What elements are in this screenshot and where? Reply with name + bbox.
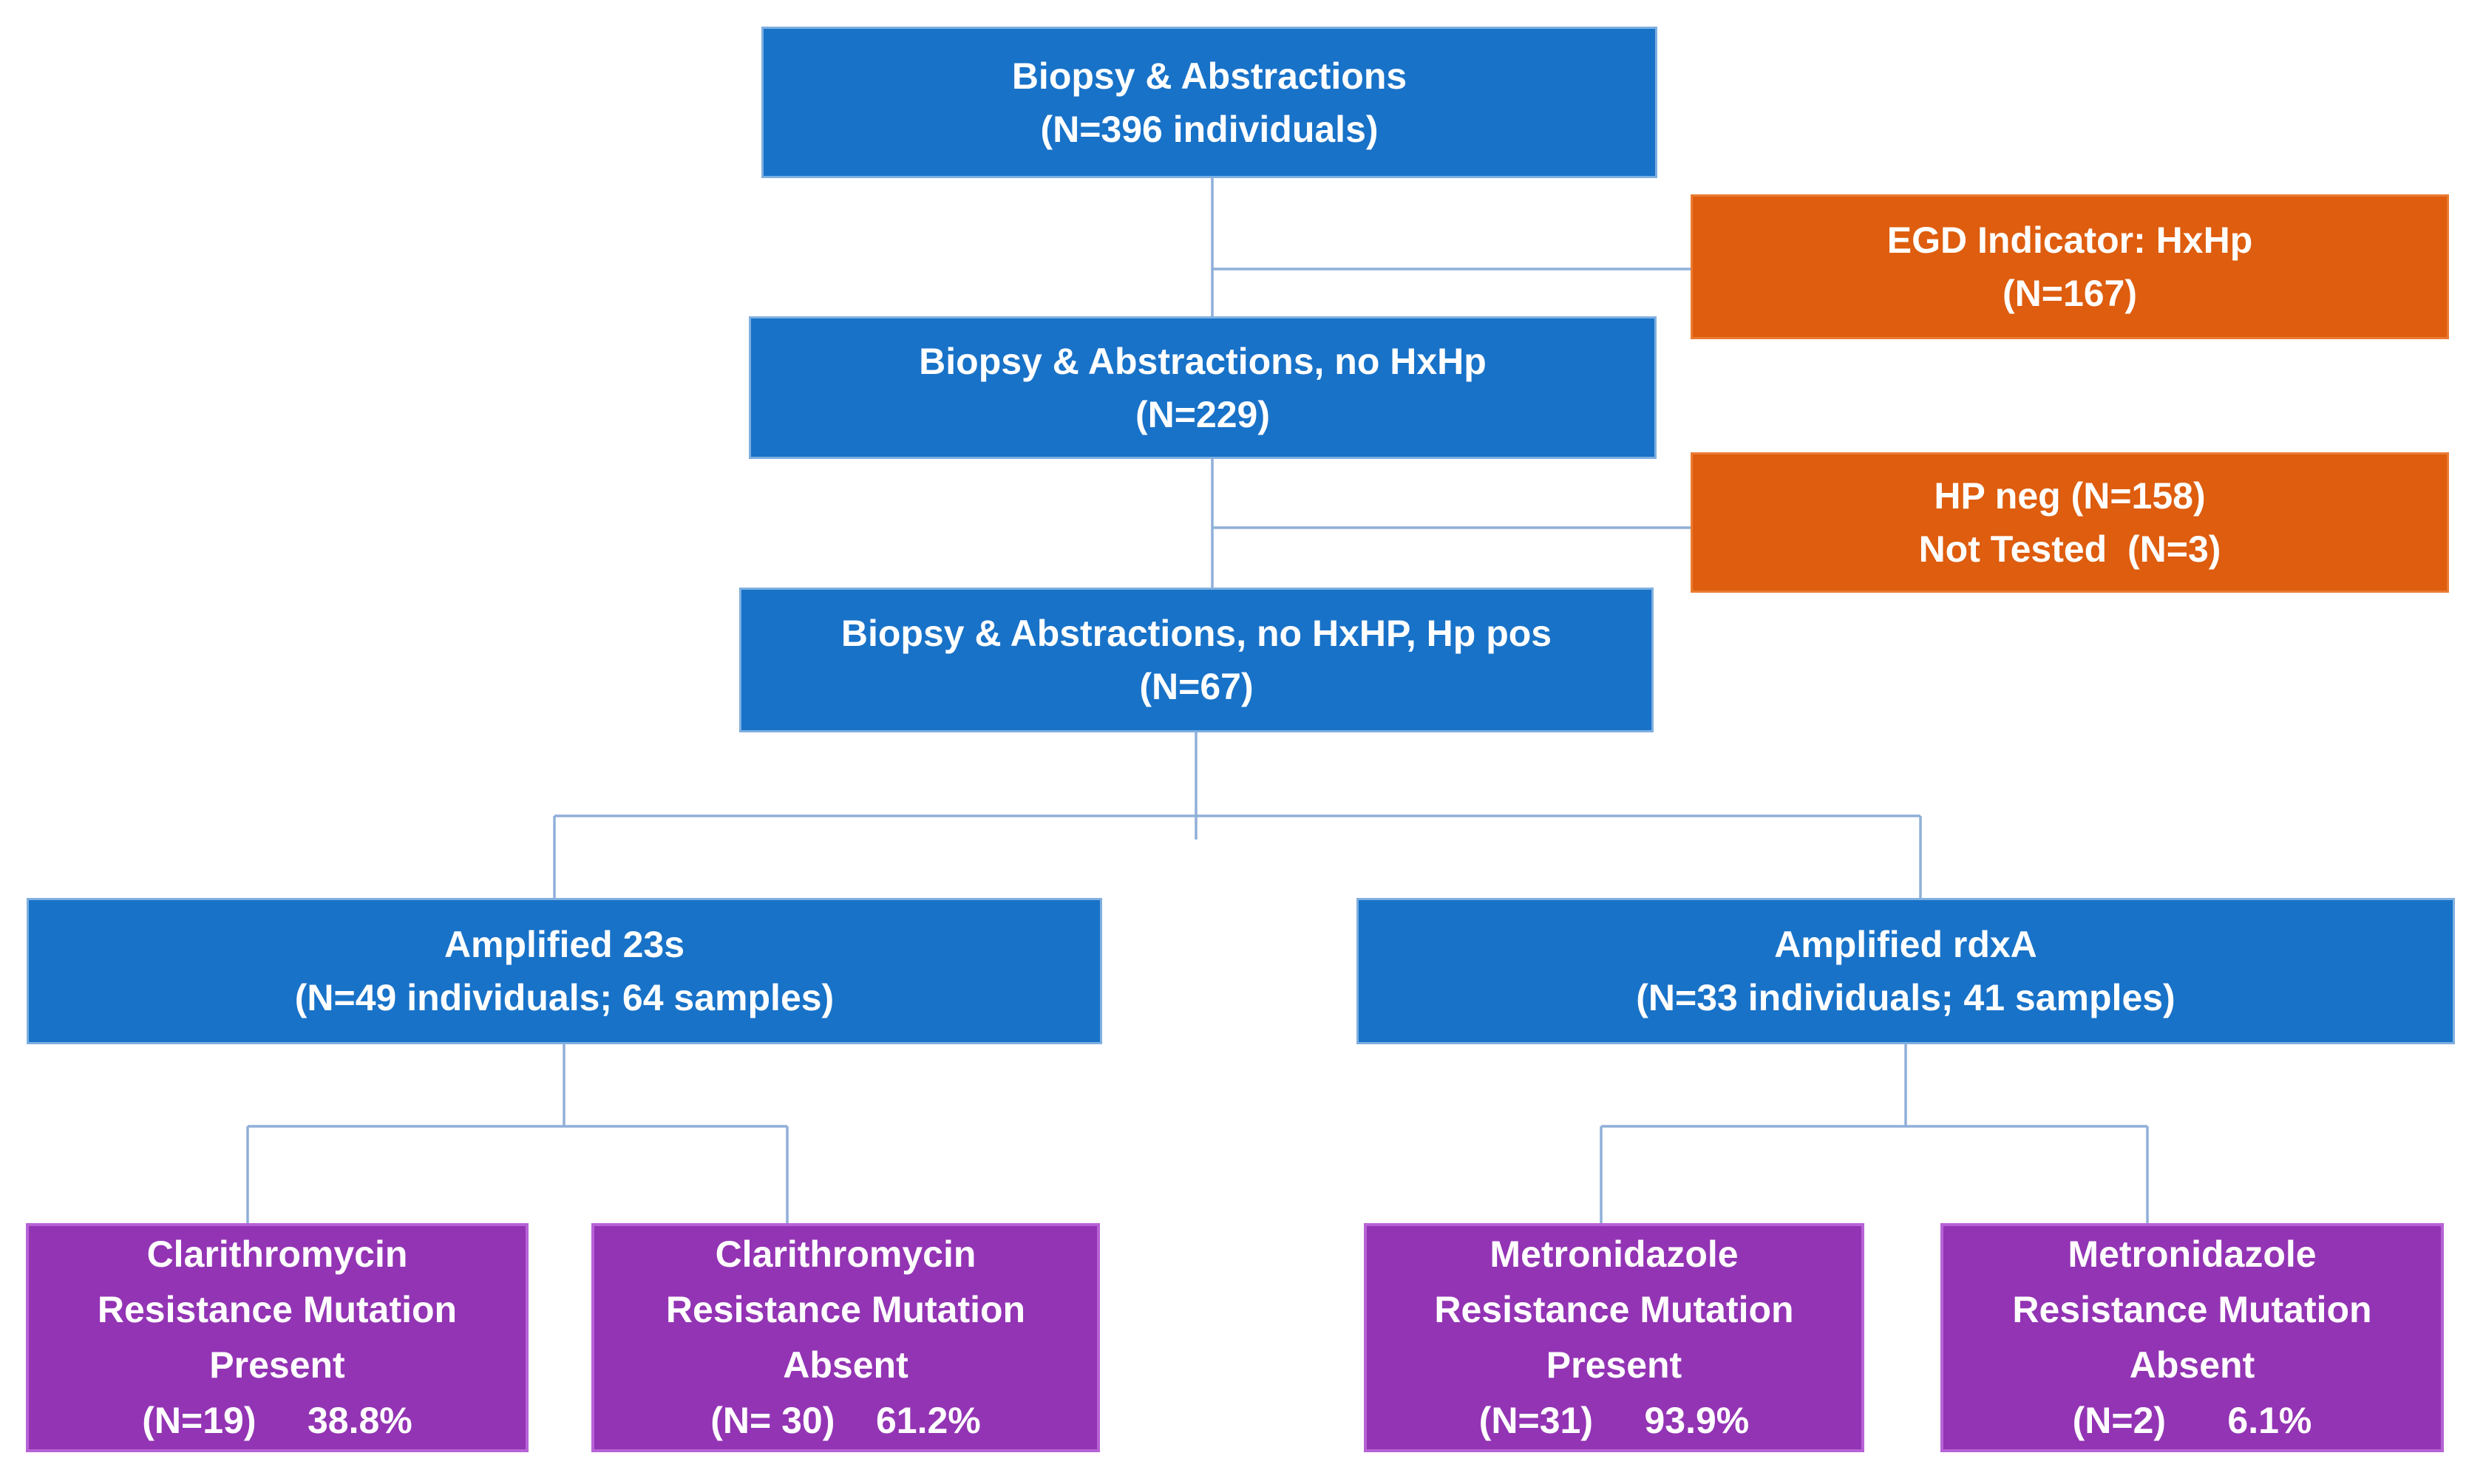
node-line: Biopsy & Abstractions, no HxHp [919,340,1487,382]
node-line: Absent [783,1344,908,1386]
node-line: Amplified rdxA [1774,924,2037,965]
node-line: Resistance Mutation [665,1289,1026,1330]
node-line: Resistance Mutation [97,1289,458,1330]
node-hp-neg-not-tested: HP neg (N=158) Not Tested (N=3) [1691,452,2449,593]
node-line: Not Tested (N=3) [1918,528,2221,570]
node-amplified-23s: Amplified 23s (N=49 individuals; 64 samp… [27,898,1102,1044]
node-metronidazole-mutation-present: Metronidazole Resistance Mutation Presen… [1364,1223,1864,1452]
node-line: (N=396 individuals) [1040,108,1379,150]
node-egd-indicator-hxhp: EGD Indicator: HxHp (N=167) [1691,194,2449,339]
node-line: (N=167) [2002,273,2138,314]
node-line: Amplified 23s [444,924,685,965]
node-biopsy-abstractions: Biopsy & Abstractions (N=396 individuals… [761,27,1657,178]
node-biopsy-no-hxhp-hp-pos: Biopsy & Abstractions, no HxHP, Hp pos (… [739,588,1654,732]
node-count-percent: (N=31) 93.9% [1478,1400,1750,1441]
node-line: Biopsy & Abstractions [1011,55,1407,97]
node-clarithromycin-mutation-absent: Clarithromycin Resistance Mutation Absen… [591,1223,1100,1452]
node-biopsy-abstractions-no-hxhp: Biopsy & Abstractions, no HxHp (N=229) [749,316,1657,459]
node-line: Absent [2129,1344,2255,1386]
node-line: Resistance Mutation [2012,1289,2372,1330]
node-line: Metronidazole [2068,1233,2317,1275]
node-count-percent: (N= 30) 61.2% [710,1400,981,1441]
node-line: Biopsy & Abstractions, no HxHP, Hp pos [840,613,1552,654]
node-clarithromycin-mutation-present: Clarithromycin Resistance Mutation Prese… [26,1223,529,1452]
node-line: Present [1546,1344,1682,1386]
node-line: Clarithromycin [715,1233,976,1275]
node-line: (N=49 individuals; 64 samples) [294,977,835,1018]
node-amplified-rdxa: Amplified rdxA (N=33 individuals; 41 sam… [1356,898,2455,1044]
node-line: (N=67) [1139,666,1254,707]
node-line: Clarithromycin [146,1233,408,1275]
node-count-percent: (N=19) 38.8% [142,1400,412,1441]
node-line: EGD Indicator: HxHp [1886,219,2253,261]
node-line: HP neg (N=158) [1934,475,2206,517]
node-line: (N=229) [1135,393,1271,435]
node-line: Present [209,1344,345,1386]
node-line: Resistance Mutation [1434,1289,1794,1330]
node-line: Metronidazole [1490,1233,1739,1275]
node-metronidazole-mutation-absent: Metronidazole Resistance Mutation Absent… [1940,1223,2444,1452]
node-line: (N=33 individuals; 41 samples) [1636,977,2175,1018]
node-count-percent: (N=2) 6.1% [2072,1400,2312,1441]
